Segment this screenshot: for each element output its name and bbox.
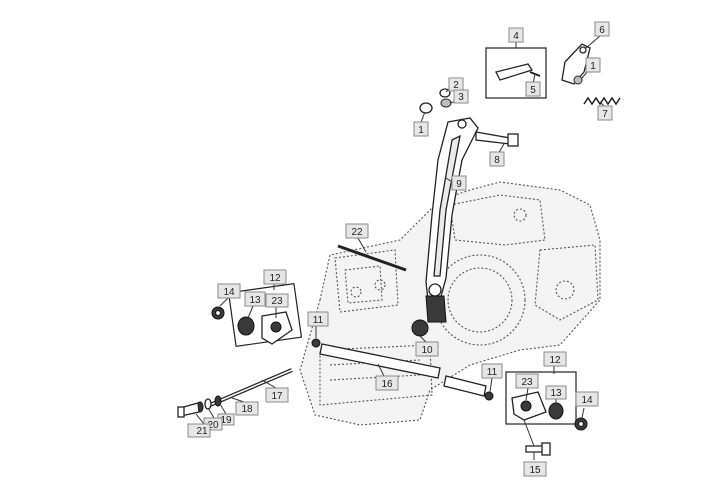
svg-text:23: 23 — [521, 377, 533, 388]
callout-1-top: 1 — [413, 121, 429, 137]
callout-13-right: 13 — [545, 385, 567, 400]
callout-14-right: 14 — [575, 391, 599, 407]
svg-text:16: 16 — [381, 379, 393, 390]
lift-arm — [425, 117, 479, 323]
callout-10: 10 — [415, 341, 439, 357]
callout-23-right: 23 — [515, 373, 539, 389]
callout-1-right: 1 — [585, 57, 601, 73]
svg-text:1: 1 — [590, 61, 596, 72]
bearing-left — [211, 306, 321, 348]
callout-8: 8 — [489, 151, 505, 167]
callout-5: 5 — [525, 81, 541, 97]
svg-text:23: 23 — [271, 296, 283, 307]
callout-7: 7 — [597, 105, 613, 121]
svg-text:18: 18 — [241, 404, 253, 415]
callout-9: 9 — [451, 175, 467, 191]
callout-23-left: 23 — [265, 293, 289, 308]
svg-text:10: 10 — [421, 345, 433, 356]
lever-6 — [561, 43, 591, 85]
callout-21: 21 — [187, 423, 211, 438]
callout-14-left: 14 — [217, 283, 241, 299]
svg-text:14: 14 — [581, 395, 593, 406]
svg-text:8: 8 — [494, 155, 500, 166]
callout-4: 4 — [508, 27, 524, 43]
bracket-5 — [495, 63, 541, 81]
svg-text:22: 22 — [351, 227, 363, 238]
svg-text:6: 6 — [599, 25, 605, 36]
washers-top — [419, 88, 452, 114]
svg-text:11: 11 — [313, 315, 324, 326]
callout-2: 2 — [448, 77, 464, 92]
svg-text:17: 17 — [271, 391, 283, 402]
spring-7 — [583, 96, 621, 106]
callout-15: 15 — [523, 461, 547, 477]
callout-12-left: 12 — [263, 269, 287, 285]
callout-18: 18 — [235, 401, 259, 416]
callout-6: 6 — [594, 21, 610, 37]
svg-text:11: 11 — [487, 367, 498, 378]
bolt-8 — [475, 131, 519, 147]
callout-3: 3 — [453, 89, 469, 104]
callout-13-left: 13 — [244, 291, 266, 307]
callout-11-right: 11 — [481, 363, 503, 379]
svg-text:9: 9 — [456, 179, 462, 190]
svg-text:12: 12 — [269, 273, 281, 284]
svg-text:14: 14 — [223, 287, 235, 298]
callout-17: 17 — [265, 387, 289, 403]
callout-12-right: 12 — [543, 351, 567, 367]
svg-text:13: 13 — [550, 388, 562, 399]
svg-text:19: 19 — [220, 415, 232, 426]
svg-text:7: 7 — [602, 109, 608, 120]
svg-text:3: 3 — [458, 92, 464, 103]
callout-16: 16 — [375, 375, 399, 391]
svg-text:21: 21 — [196, 426, 208, 437]
cross-shaft — [177, 343, 487, 418]
svg-text:20: 20 — [207, 420, 219, 431]
callout-11-left: 11 — [307, 311, 329, 327]
svg-text:2: 2 — [453, 80, 459, 91]
svg-text:4: 4 — [513, 31, 519, 42]
svg-text:12: 12 — [549, 355, 561, 366]
callout-22: 22 — [345, 223, 369, 239]
knob-10 — [411, 319, 429, 337]
bearing-right — [484, 391, 588, 456]
rod-22 — [337, 244, 407, 272]
svg-text:13: 13 — [249, 295, 261, 306]
svg-text:15: 15 — [529, 465, 541, 476]
svg-text:5: 5 — [530, 85, 536, 96]
svg-text:1: 1 — [418, 125, 424, 136]
